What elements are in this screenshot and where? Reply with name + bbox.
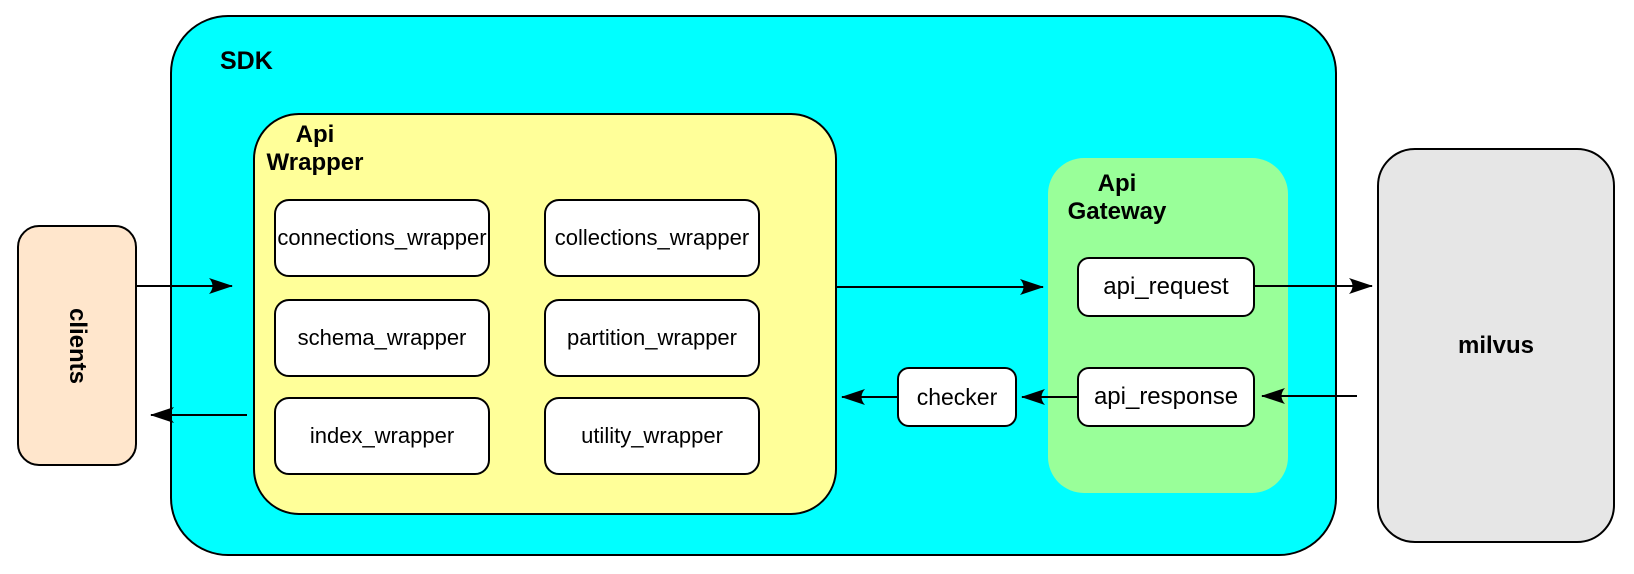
api-gateway-label: Api Gateway xyxy=(1067,170,1167,225)
api-response-box: api_response xyxy=(1077,367,1255,427)
module-box-connections-wrapper: connections_wrapper xyxy=(274,199,490,277)
module-box-index-wrapper: index_wrapper xyxy=(274,397,490,475)
api-gateway-box: Api Gateway api_request api_response xyxy=(1048,158,1288,493)
clients-box: clients xyxy=(17,225,137,466)
module-box-collections-wrapper: collections_wrapper xyxy=(544,199,760,277)
module-box-partition-wrapper: partition_wrapper xyxy=(544,299,760,377)
module-box-schema-wrapper: schema_wrapper xyxy=(274,299,490,377)
milvus-label: milvus xyxy=(1457,331,1535,359)
sdk-label: SDK xyxy=(220,47,273,75)
api-request-box: api_request xyxy=(1077,257,1255,317)
api-wrapper-box: Api Wrapper connections_wrapper collecti… xyxy=(253,113,837,515)
module-box-utility-wrapper: utility_wrapper xyxy=(544,397,760,475)
checker-box: checker xyxy=(897,367,1017,427)
milvus-box: milvus xyxy=(1377,148,1615,543)
clients-label: clients xyxy=(64,307,91,384)
api-wrapper-label: Api Wrapper xyxy=(266,121,364,176)
